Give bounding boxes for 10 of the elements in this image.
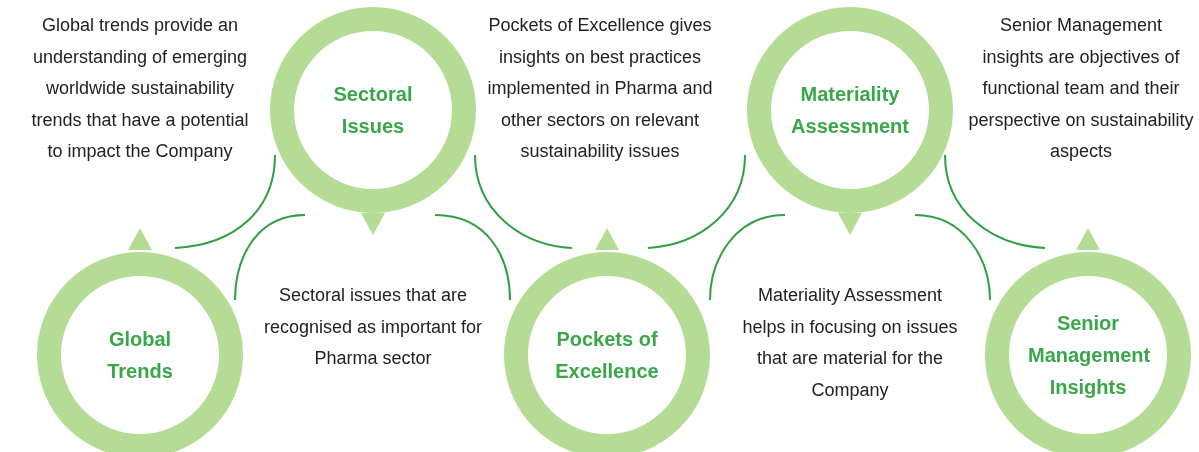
description-text: Global trends provide an understanding of emerging worldwide sustainability trends that have a potential to impact the Company [30, 14, 250, 163]
circle-title: Pockets of Excellence [554, 327, 660, 384]
description-text: Pockets of Excellence gives insights on best practices implemented in Pharma and other sectors on relevant sustainability issues [487, 14, 713, 163]
description-text: Sectoral issues that are recognised as important for Pharma sector [262, 284, 484, 370]
circle-title: Materiality Assessment [790, 82, 910, 139]
circle-title: Senior Management Insights [1028, 311, 1148, 400]
circle-title: Sectoral Issues [332, 82, 414, 139]
circle-title: Global Trends [106, 327, 174, 384]
description-text: Materiality Assessment helps in focusing on issues that are material for the Company [741, 284, 959, 402]
description-text: Senior Management insights are objectives of functional team and their perspective on sustainability aspects [968, 14, 1194, 163]
